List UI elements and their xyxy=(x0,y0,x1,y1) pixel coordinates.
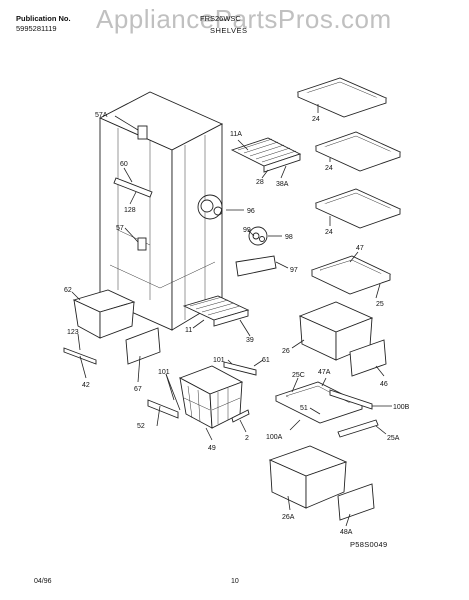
publication-number: 5995281119 xyxy=(16,24,57,33)
part-100b-rail xyxy=(329,389,373,410)
callout-62: 62 xyxy=(64,287,72,294)
callout-97: 97 xyxy=(290,267,298,274)
callout-101-top: 101 xyxy=(213,357,225,364)
callout-57: 57 xyxy=(116,225,124,232)
callout-52: 52 xyxy=(137,423,145,430)
part-57a-light-cover xyxy=(137,125,148,140)
callout-25a: 25A xyxy=(387,435,400,442)
part-61-basket-rail xyxy=(223,361,257,376)
callout-42: 42 xyxy=(82,382,90,389)
callout-26a: 26A xyxy=(282,514,295,521)
callout-100b: 100B xyxy=(393,404,410,411)
part-52-basket-rail xyxy=(147,399,179,419)
callout-49: 49 xyxy=(208,445,216,452)
callout-24-middle: 24 xyxy=(325,165,333,172)
callout-101-left: 101 xyxy=(158,369,170,376)
callout-2: 2 xyxy=(245,435,249,442)
part-98-hinge xyxy=(248,226,268,246)
callout-26: 26 xyxy=(282,348,290,355)
callout-48a: 48A xyxy=(340,529,353,536)
callout-11: 11 xyxy=(185,327,192,334)
part-96-hinge xyxy=(197,194,223,220)
part-48a-drawer-front xyxy=(337,483,375,521)
callout-98: 98 xyxy=(285,234,293,241)
callout-51: 51 xyxy=(300,405,308,412)
callout-labels: 24 24 24 57A 11A 60 28 38A 128 96 99 98 … xyxy=(64,112,410,536)
part-97-crisper-cover-support xyxy=(235,255,277,277)
leader-lines xyxy=(71,104,392,527)
callout-99: 99 xyxy=(243,227,251,234)
publication-label: Publication No. xyxy=(16,14,71,23)
part-26a-drawer xyxy=(268,445,348,509)
part-47-crisper-cover xyxy=(310,255,392,295)
part-60-shelf-support xyxy=(113,177,153,198)
part-24-glass-shelf-top xyxy=(296,77,388,118)
part-24-glass-shelf-middle xyxy=(314,131,402,172)
part-25a-trim xyxy=(337,419,379,438)
callout-39: 39 xyxy=(246,337,254,344)
callout-100a: 100A xyxy=(266,434,283,441)
watermark: AppliancePartsPros.com xyxy=(96,4,392,34)
part-67-bin-front xyxy=(125,327,161,365)
callout-67: 67 xyxy=(134,386,142,393)
footer-page-number: 10 xyxy=(231,578,239,585)
part-11-wire-shelf xyxy=(182,295,250,327)
callout-46: 46 xyxy=(380,381,388,388)
part-62-freezer-bin xyxy=(72,289,136,339)
callout-24-lower: 24 xyxy=(325,229,333,236)
callout-128: 128 xyxy=(124,207,136,214)
callout-25c: 25C xyxy=(292,372,305,379)
callout-47a: 47A xyxy=(318,369,331,376)
callout-28: 28 xyxy=(256,179,264,186)
part-49-wire-basket xyxy=(178,365,244,429)
part-11a-wire-shelf xyxy=(230,137,302,173)
callout-47: 47 xyxy=(356,245,364,252)
part-47a-glass-cover xyxy=(274,381,364,424)
figure-code: P58S0049 xyxy=(350,540,388,549)
callout-57a: 57A xyxy=(95,112,108,119)
callout-61: 61 xyxy=(262,357,270,364)
callout-11a: 11A xyxy=(230,131,242,138)
footer-date: 04/96 xyxy=(34,578,52,585)
callout-24-top: 24 xyxy=(312,116,320,123)
callout-25: 25 xyxy=(376,301,384,308)
callout-60: 60 xyxy=(120,161,128,168)
part-2-stop xyxy=(231,409,250,423)
section-title: SHELVES xyxy=(210,26,248,35)
model-number: FRS26WSC xyxy=(200,14,241,23)
part-24-glass-shelf-lower xyxy=(314,188,402,229)
callout-123: 123 xyxy=(67,329,79,336)
callout-96: 96 xyxy=(247,208,255,215)
callout-38a: 38A xyxy=(276,181,289,188)
part-57-light-cover xyxy=(137,237,147,251)
